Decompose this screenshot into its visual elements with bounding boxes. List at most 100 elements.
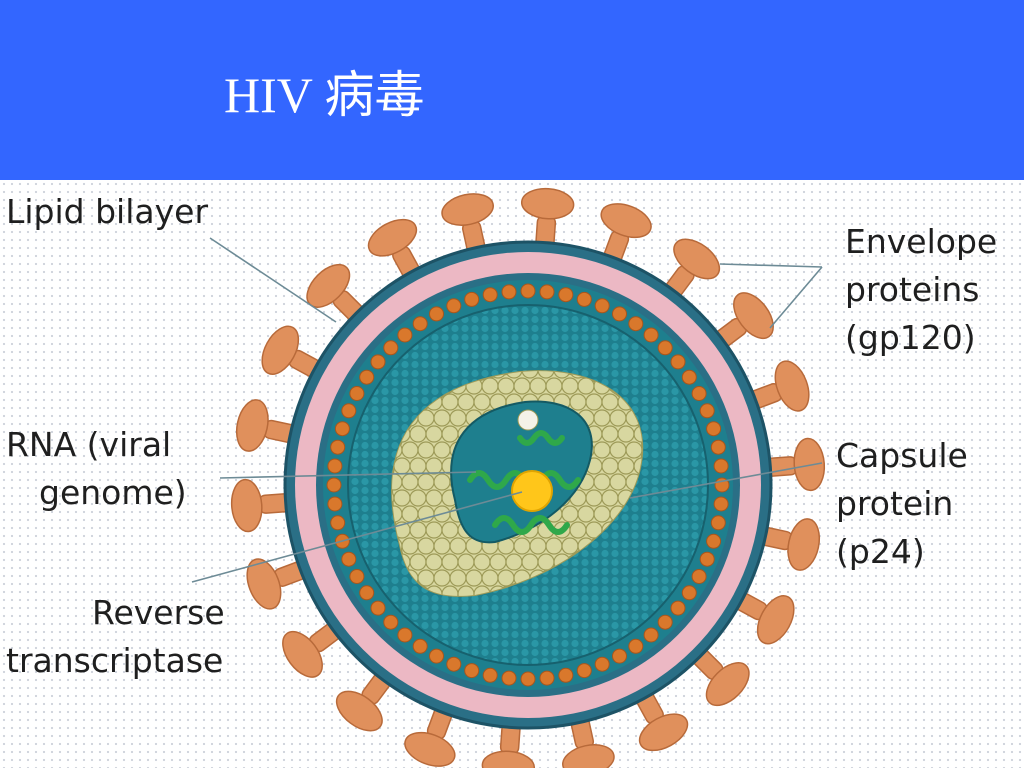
matrix-protein-dot <box>330 515 346 531</box>
matrix-protein-dot <box>594 656 610 672</box>
capsid-protein-unit <box>449 537 467 555</box>
capsid-protein-unit <box>425 553 443 571</box>
matrix-protein-dot <box>558 667 574 683</box>
capsid-protein-unit <box>569 393 587 411</box>
matrix-protein-dot <box>397 327 413 343</box>
capsid-protein-unit <box>433 569 451 587</box>
capsid-protein-unit <box>441 553 459 571</box>
matrix-protein-dot <box>643 627 659 643</box>
matrix-protein-dot <box>359 585 375 601</box>
capsid-protein-unit <box>617 425 635 443</box>
matrix-protein-dot <box>359 369 375 385</box>
capsid-protein-unit <box>601 489 619 507</box>
leader-lines <box>191 237 823 583</box>
matrix-protein-dot <box>691 569 707 584</box>
matrix-protein-dot <box>520 283 536 299</box>
matrix-protein-dot <box>429 306 444 322</box>
capsid-protein-unit <box>593 441 611 459</box>
capsid-protein-unit <box>545 377 563 395</box>
matrix-protein-dot <box>706 421 722 437</box>
matrix-protein-dot <box>370 354 386 370</box>
capsid-protein-unit <box>473 553 491 571</box>
capsid-protein-unit <box>401 441 419 459</box>
matrix-protein-dot <box>670 600 686 616</box>
matrix-protein-dot <box>327 496 343 512</box>
virus-illustration <box>191 187 826 768</box>
capsid-protein-unit <box>601 457 619 475</box>
matrix-protein-dot <box>713 496 729 512</box>
label-capsule-protein: Capsule protein (p24) <box>836 436 968 571</box>
matrix-protein-dot <box>699 551 715 567</box>
capsid-protein-unit <box>409 521 427 539</box>
matrix-protein-dot <box>383 340 399 356</box>
capsid-protein-unit <box>585 489 603 507</box>
capsid-protein-unit <box>521 371 539 379</box>
matrix-protein-dot <box>699 403 715 419</box>
capsid-protein-unit <box>601 393 619 411</box>
matrix-protein-dot <box>464 291 480 307</box>
matrix-protein-dot <box>657 340 673 356</box>
capsid-protein-unit <box>561 377 579 395</box>
capsid-protein-unit <box>521 553 539 571</box>
capsid-protein-unit <box>497 569 515 587</box>
capsid-protein-unit <box>489 553 507 571</box>
capsid-protein-unit <box>417 473 435 491</box>
matrix-protein-dot <box>710 515 726 531</box>
capsid-protein-unit <box>609 441 627 459</box>
capsid-protein-unit <box>593 473 611 491</box>
capsid-protein-unit <box>401 537 419 555</box>
capsid-protein-unit <box>529 537 547 555</box>
reverse-transcriptase-enzyme <box>511 470 553 512</box>
capsid-protein-unit <box>425 489 443 507</box>
matrix-protein-dot <box>482 287 498 303</box>
matrix-protein-dot <box>520 671 536 687</box>
matrix-protein-dot <box>628 316 644 332</box>
matrix-protein-dot <box>326 477 342 493</box>
capsid-protein-unit <box>577 377 595 395</box>
capsid-protein-unit <box>569 521 587 539</box>
matrix-protein-dot <box>713 458 729 474</box>
label-rna-viral-genome: RNA (viral genome) <box>6 425 187 512</box>
matrix-protein-dot <box>612 306 627 322</box>
matrix-protein-dot <box>628 638 644 654</box>
capsid-protein-unit <box>433 409 451 427</box>
capsid-protein-unit <box>513 377 531 395</box>
capsid-protein-unit <box>449 569 467 587</box>
matrix-protein-dot <box>370 600 386 616</box>
capsid-protein-unit <box>609 473 627 491</box>
capsid-protein-unit <box>505 371 523 379</box>
matrix-protein-dot <box>464 663 480 679</box>
capsid-protein-unit <box>481 569 499 587</box>
capsid-protein-unit <box>433 473 451 491</box>
label-envelope-proteins: Envelope proteins (gp120) <box>845 222 998 357</box>
capsid-protein-unit <box>465 569 483 587</box>
capsid-protein-unit <box>449 409 467 427</box>
matrix-protein-dot <box>657 614 673 630</box>
capsid-protein-unit <box>441 425 459 443</box>
matrix-protein-dot <box>341 403 357 419</box>
matrix-protein-dot <box>501 670 517 686</box>
capsid-protein-unit <box>417 441 435 459</box>
title-bar: HIV 病毒 <box>0 0 1024 180</box>
matrix-protein-dot <box>501 284 517 300</box>
capsid-protein-unit <box>425 521 443 539</box>
matrix-protein-dot <box>594 298 610 314</box>
capsid-protein-unit <box>441 393 459 411</box>
matrix-protein-dot <box>330 439 346 455</box>
capsid-protein-unit <box>425 425 443 443</box>
capsid-protein-unit <box>529 377 547 395</box>
capsid-protein-unit <box>545 537 563 555</box>
matrix-protein-dot <box>383 614 399 630</box>
capsid-protein-unit <box>505 553 523 571</box>
capsid-protein-unit <box>401 505 419 523</box>
capsid-protein-unit <box>593 409 611 427</box>
matrix-protein-dot <box>446 656 462 672</box>
capsid-protein-unit <box>409 457 427 475</box>
capsid-protein-unit <box>409 425 427 443</box>
capsid-protein-unit <box>497 377 515 395</box>
matrix-protein-dot <box>710 439 726 455</box>
capsid-protein-unit <box>641 441 643 459</box>
capsid-protein-unit <box>625 441 643 459</box>
capsid-protein-unit <box>433 537 451 555</box>
matrix-protein-dot <box>576 663 592 679</box>
